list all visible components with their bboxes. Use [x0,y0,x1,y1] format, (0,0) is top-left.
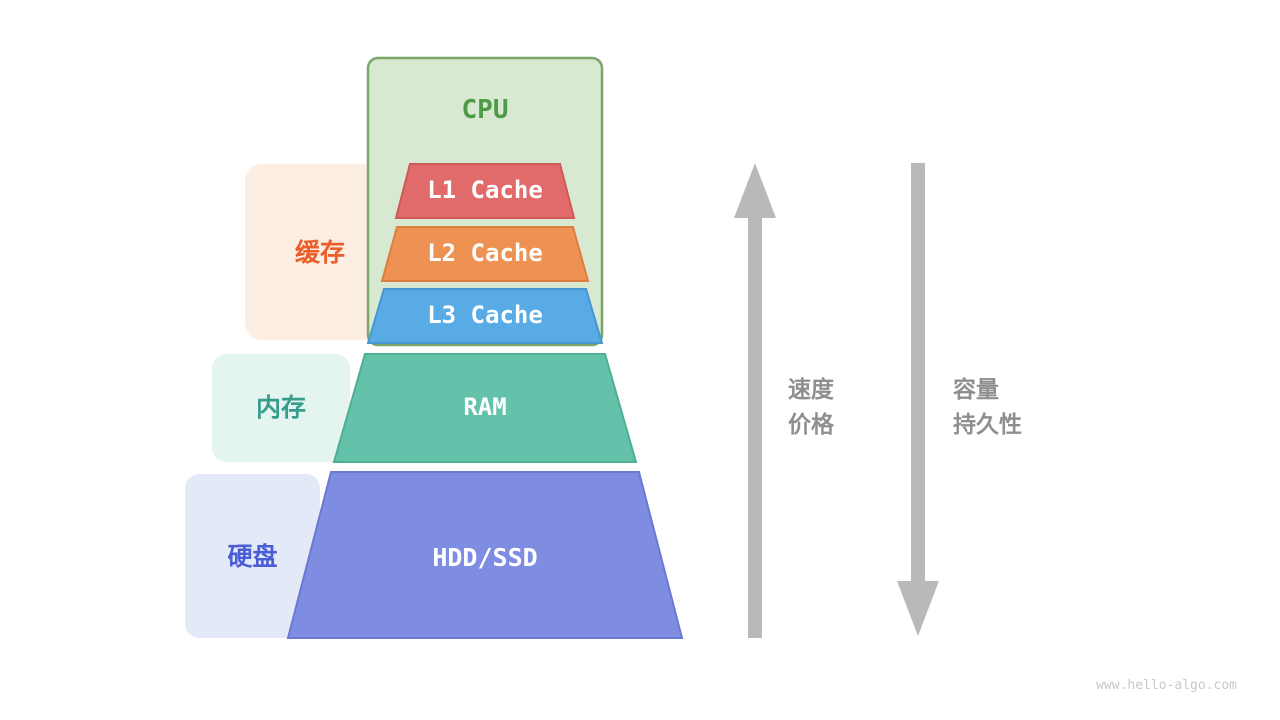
memory-group-bg [212,354,350,462]
arrow-up-icon [734,163,776,638]
ram-trapezoid [332,353,638,463]
durability-label: 持久性 [953,412,1022,438]
l1-cache-label: L1 Cache [427,176,543,204]
arrow-down-icon [897,163,939,636]
l3-cache-trapezoid [366,288,604,344]
speed-label: 速度 [788,377,834,403]
capacity-label: 容量 [953,377,999,403]
price-label: 价格 [788,412,834,438]
ram-label: RAM [463,393,507,421]
l1-cache-trapezoid [394,163,576,219]
l2-cache-label: L2 Cache [427,239,543,267]
l2-cache-trapezoid [380,226,590,282]
l3-cache-label: L3 Cache [427,301,543,329]
cache-group-bg [245,164,395,340]
hdd-ssd-label: HDD/SSD [432,543,538,572]
disk-group-label: 硬盘 [227,542,278,571]
cpu-label: CPU [461,95,509,125]
cache-group-label: 缓存 [294,238,345,267]
watermark-text: www.hello-algo.com [1096,678,1237,693]
memory-group-label: 内存 [255,393,306,422]
hdd-ssd-trapezoid [286,471,684,639]
disk-group-bg [185,474,320,638]
